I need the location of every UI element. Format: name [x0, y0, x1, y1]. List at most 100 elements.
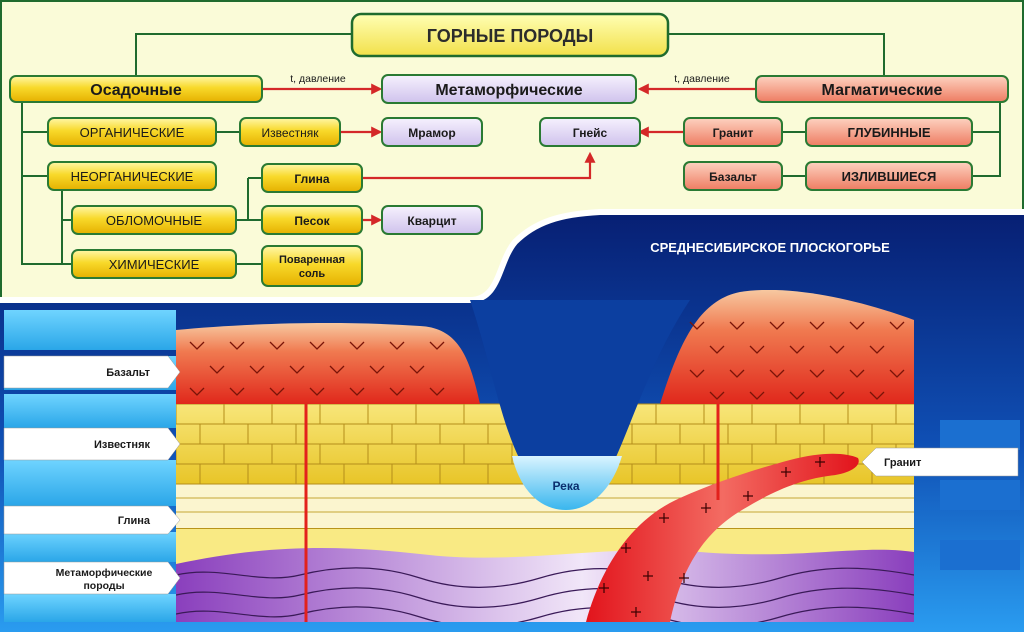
organic-box: [47, 117, 217, 147]
metamorphic-box: [381, 74, 637, 104]
basalt-chevron: [809, 321, 825, 330]
basalt-chevron: [329, 365, 345, 374]
sand-label: Песок: [294, 214, 330, 228]
basalt-chevron: [349, 387, 365, 396]
basalt-right: [660, 290, 914, 404]
basalt-texture: [189, 321, 905, 400]
basalt-chevron: [309, 341, 325, 350]
inorganic-label: НЕОРГАНИЧЕСКИЕ: [71, 169, 194, 184]
label-basalt: Базальт: [106, 367, 150, 379]
right-strips: [940, 420, 1020, 570]
basalt-chevron: [889, 369, 905, 378]
river-label: Река: [552, 479, 579, 493]
gneiss-box: [539, 117, 641, 147]
basalt-chevron: [749, 345, 765, 354]
metamorphic-waves: [176, 567, 914, 622]
sedimentary-box: [9, 75, 263, 103]
basalt-chevron: [409, 365, 425, 374]
basalt-chevron: [389, 341, 405, 350]
basalt-chevron: [269, 341, 285, 350]
clay-box: [261, 163, 363, 193]
igneous-label: Магматические: [822, 82, 943, 99]
label-metamorphic-line2: породы: [83, 580, 124, 592]
basalt-chevron: [849, 321, 865, 330]
limestone-box: [239, 117, 341, 147]
marble-box: [381, 117, 483, 147]
intrusive-label: ГЛУБИННЫЕ: [847, 125, 930, 140]
basalt-chevron: [269, 387, 285, 396]
basalt-chevron: [429, 341, 445, 350]
basalt-chevron: [689, 369, 705, 378]
basalt-chevron: [849, 369, 865, 378]
extrusive-box: [805, 161, 973, 191]
clastic-box: [71, 205, 237, 235]
clastic-label: ОБЛОМОЧНЫЕ: [106, 213, 203, 228]
basalt-chevron: [229, 387, 245, 396]
quartzite-box: [381, 205, 483, 235]
label-arrow-granite: [861, 447, 1019, 477]
organic-label: ОРГАНИЧЕСКИЕ: [80, 125, 185, 140]
basalt-chevron: [889, 321, 905, 330]
basalt-chevron: [809, 369, 825, 378]
basalt-box: [683, 161, 783, 191]
basalt-chevron: [709, 345, 725, 354]
extrusive-label: ИЗЛИВШИЕСЯ: [842, 169, 937, 184]
transformation-arrows: [262, 83, 756, 226]
quartzite-label: Кварцит: [407, 214, 456, 228]
basalt-chevron: [689, 321, 705, 330]
basalt-chevron: [189, 387, 205, 396]
basalt-chevron: [429, 387, 445, 396]
basalt-chevron: [249, 365, 265, 374]
title: ГОРНЫЕ ПОРОДЫ: [427, 26, 594, 46]
basalt-label: Базальт: [709, 170, 757, 184]
basalt-chevron: [309, 387, 325, 396]
basalt-chevron: [349, 341, 365, 350]
arrow-label-right: t, давление: [674, 73, 730, 85]
basalt-chevron: [189, 341, 205, 350]
label-arrow-basalt: [3, 355, 181, 389]
basalt-chevron: [769, 369, 785, 378]
igneous-box: [755, 75, 1009, 103]
chemical-label: ХИМИЧЕСКИЕ: [109, 257, 200, 272]
tree-connectors: [21, 33, 1001, 265]
valley: [470, 300, 690, 494]
label-arrow-limestone: [3, 427, 181, 461]
title-box: [350, 12, 670, 58]
basalt-chevron: [709, 391, 725, 400]
river: [512, 456, 622, 510]
granite-label: Гранит: [713, 126, 754, 140]
basalt-chevron: [829, 391, 845, 400]
basalt-chevron: [729, 321, 745, 330]
sky-panel-border: [0, 209, 1024, 303]
left-labels: Базальт Известняк Глина Метаморфические …: [3, 355, 1019, 595]
sand-box: [261, 205, 363, 235]
gneiss-label: Гнейс: [573, 126, 608, 140]
basalt-chevron: [769, 321, 785, 330]
metamorphic-label: Метаморфические: [435, 82, 582, 99]
granite-box: [683, 117, 783, 147]
basalt-chevron: [869, 345, 885, 354]
label-clay: Глина: [118, 515, 151, 527]
granite-intrusion: [586, 453, 859, 622]
salt-box: [261, 245, 363, 287]
inorganic-box: [47, 161, 217, 191]
cross-section: Река СРЕДНЕСИБИРСКОЕ ПЛОСКОГОРЬЕ Базальт…: [0, 209, 1024, 632]
basalt-chevron: [829, 345, 845, 354]
label-metamorphic-line1: Метаморфические: [56, 567, 153, 579]
basalt-chevron: [209, 365, 225, 374]
intrusive-box: [805, 117, 973, 147]
granite-crosses: [599, 457, 825, 617]
basalt-chevron: [749, 391, 765, 400]
salt-label-line2: соль: [299, 268, 326, 280]
arrow-label-left: t, давление: [290, 73, 346, 85]
basalt-chevron: [229, 341, 245, 350]
label-arrow-metamorphic: [3, 561, 181, 595]
basalt-chevron: [789, 345, 805, 354]
basalt-chevron: [869, 391, 885, 400]
limestone-label: Известняк: [262, 126, 320, 140]
left-strips: [4, 310, 176, 622]
basalt-chevron: [369, 365, 385, 374]
clay-label: Глина: [294, 172, 329, 186]
